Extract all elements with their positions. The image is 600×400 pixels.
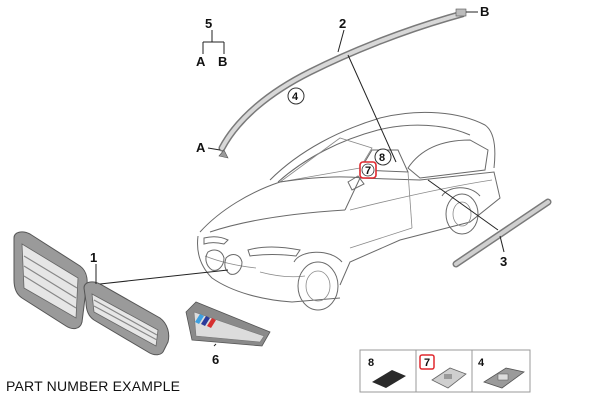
callout-b-right: B [480, 4, 489, 19]
callout-6: 6 [212, 352, 219, 367]
side-strip-part [452, 198, 552, 268]
callout-7: 7 [365, 165, 371, 177]
legend-panel: 8 7 4 [359, 349, 531, 393]
legend-label-8: 8 [368, 357, 374, 369]
kidney-grille-part [13, 231, 170, 356]
car-outline [197, 111, 501, 311]
callout-a-left: A [196, 140, 206, 155]
roof-moulding-part [218, 8, 467, 159]
callout-labels: 5 A B 2 B A 3 1 6 4 8 7 [90, 4, 507, 367]
legend-label-4: 4 [478, 357, 485, 369]
caption-text: PART NUMBER EXAMPLE [6, 378, 181, 394]
legend-item-8-shape [372, 370, 406, 388]
leader-lines [95, 11, 505, 347]
callout-5: 5 [205, 16, 212, 31]
callout-1: 1 [90, 250, 97, 265]
callout-2: 2 [339, 16, 346, 31]
legend-label-7: 7 [424, 357, 430, 369]
callout-4: 4 [292, 91, 299, 103]
callout-8: 8 [379, 152, 385, 164]
callout-5-a: A [196, 54, 206, 69]
callout-5-b: B [218, 54, 227, 69]
callout-3: 3 [500, 254, 507, 269]
m-emblem-part [185, 301, 271, 347]
